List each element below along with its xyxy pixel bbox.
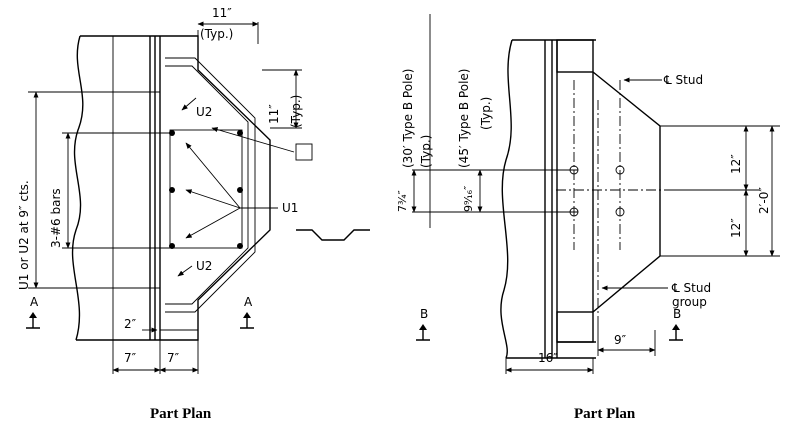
stud-label: ℄ Stud <box>663 73 703 87</box>
dim-12b: 12″ <box>729 218 743 238</box>
pole30-note: (Typ.) <box>419 135 433 168</box>
dim-2: 2″ <box>124 317 137 331</box>
bars-label: 3-#6 bars <box>49 188 63 248</box>
stud-group-label-1: ℄ Stud <box>671 281 711 295</box>
dim-7b: 7″ <box>167 351 180 365</box>
section-a-left: A <box>30 295 39 309</box>
pole45-note: (Typ.) <box>479 97 493 130</box>
u1-or-u2-label: U1 or U2 at 9″ cts. <box>17 180 31 290</box>
u2-lower-label: U2 <box>196 259 212 273</box>
dim-9: 9″ <box>614 333 627 347</box>
dim-typ-right-note: (Typ.) <box>289 95 303 128</box>
right-bracket-outline <box>592 71 661 313</box>
dim-11-right: 11″ <box>267 104 281 124</box>
dim-11-top: 11″ <box>212 6 232 20</box>
dim-2ft: 2′-0″ <box>757 187 771 214</box>
right-part-plan: (30′ Type B Pole) (Typ.) (45′ Type B Pol… <box>396 14 780 422</box>
left-break-line <box>71 35 84 341</box>
dim-typ-top-note: (Typ.) <box>200 27 233 41</box>
square-detail <box>295 143 313 161</box>
pole30-label: (30′ Type B Pole) <box>401 69 415 168</box>
u2-upper-label: U2 <box>196 105 212 119</box>
u1-label: U1 <box>282 201 298 215</box>
pole45-label: (45′ Type B Pole) <box>457 69 471 168</box>
dim-16: 16″ <box>538 351 558 365</box>
section-a-right: A <box>244 295 253 309</box>
dim-7a: 7″ <box>124 351 137 365</box>
left-caption: Part Plan <box>150 406 212 422</box>
right-caption: Part Plan <box>574 406 636 422</box>
rebar-cage <box>169 129 243 249</box>
dim-9-9-16: 9⁹⁄₁₆″ <box>462 186 475 212</box>
section-b-left: B <box>420 307 428 321</box>
bracket-outline <box>160 35 271 341</box>
bent-bar-symbol <box>296 229 370 241</box>
left-part-plan: U1 or U2 at 9″ cts. 3-#6 bars 11″ (Typ.)… <box>17 6 370 422</box>
dim-7-3-4: 7¾″ <box>396 190 409 212</box>
section-b-right: B <box>673 307 681 321</box>
stud-group-label-2: group <box>672 295 707 309</box>
dim-12a: 12″ <box>729 154 743 174</box>
